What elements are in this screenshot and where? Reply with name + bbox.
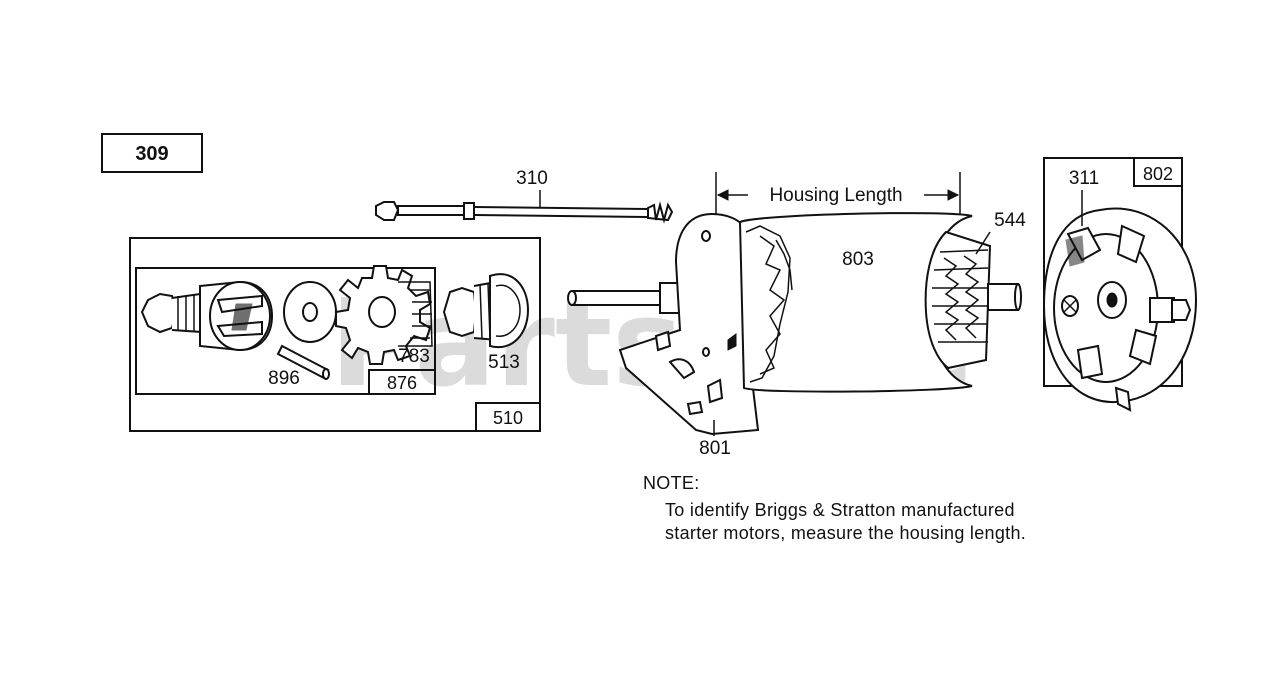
spring-label: 896	[268, 368, 300, 389]
housing-length-dimension: Housing Length	[715, 172, 961, 214]
bolt-label: 310	[516, 168, 548, 189]
drive-assembly-box-label: 510	[493, 408, 523, 428]
end-cap-802[interactable]: 802	[1042, 157, 1198, 412]
housing-length-label: Housing Length	[769, 185, 902, 206]
ref-box-label: 309	[135, 143, 168, 165]
mount-bracket-801[interactable]: 801	[567, 212, 760, 459]
armature-label: 544	[994, 210, 1026, 231]
housing-803[interactable]: 803	[738, 212, 973, 393]
drive-box-876[interactable]: 876	[135, 267, 436, 395]
note-heading: NOTE:	[643, 473, 700, 493]
mount-bracket-label: 801	[699, 438, 731, 459]
gear-783[interactable]: 783	[335, 265, 433, 367]
drive-box-label: 876	[387, 373, 417, 393]
spring-pin-896[interactable]: 896	[268, 344, 330, 389]
gear-label: 783	[398, 346, 430, 367]
drive-pinion[interactable]	[140, 280, 274, 352]
terminal-311[interactable]: 311	[1069, 168, 1099, 226]
ref-box-309[interactable]: 309	[101, 133, 203, 173]
end-cap-box-label: 802	[1143, 164, 1173, 184]
note-line-1: To identify Briggs & Stratton manufactur…	[665, 500, 1015, 520]
armature-544[interactable]: 544	[924, 210, 1027, 370]
housing-label: 803	[842, 249, 874, 270]
note: NOTE: To identify Briggs & Stratton manu…	[643, 473, 1026, 543]
clutch-label: 513	[488, 352, 520, 373]
note-line-2: starter motors, measure the housing leng…	[665, 523, 1026, 543]
drive-assembly-box-510[interactable]: 510	[129, 237, 541, 432]
bolt-310[interactable]: 310	[375, 168, 674, 224]
terminal-label: 311	[1069, 168, 1099, 189]
washer[interactable]	[283, 281, 337, 343]
clutch-513[interactable]: 513	[442, 273, 530, 373]
